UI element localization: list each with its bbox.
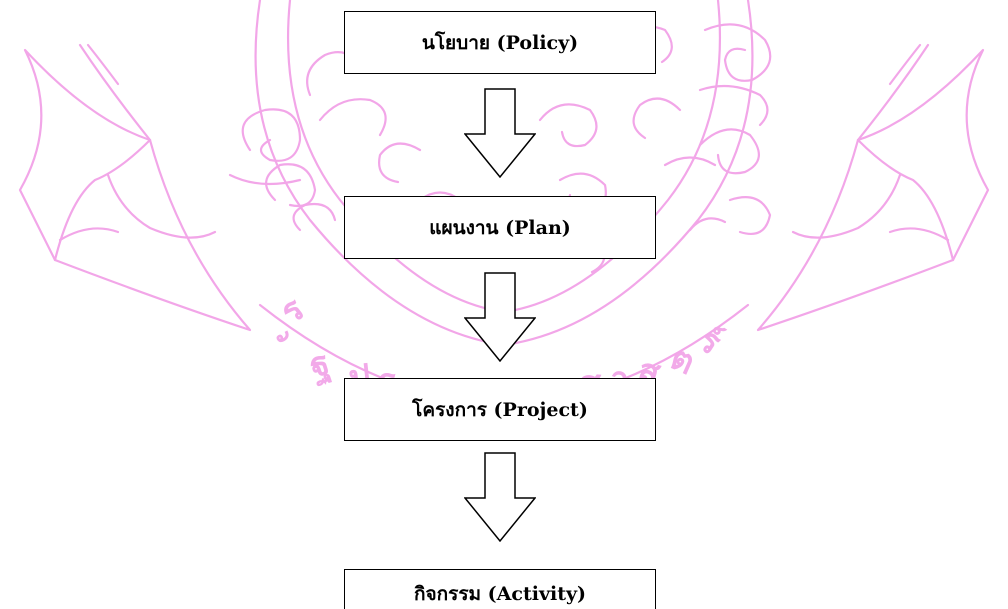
node-activity-label: กิจกรรม (Activity): [413, 582, 587, 605]
svg-text:ั: ั: [274, 330, 291, 345]
node-policy-label: นโยบาย (Policy): [421, 31, 579, 54]
svg-text:ต: ต: [664, 338, 700, 384]
node-project-label: โครงการ (Project): [412, 398, 588, 421]
node-plan-label: แผนงาน (Plan): [429, 216, 571, 239]
svg-text:ร: ร: [273, 289, 313, 332]
edge-policy-to-plan-arrow: [464, 88, 536, 178]
node-project: โครงการ (Project): [344, 378, 656, 441]
ribbon-right: [756, 48, 990, 332]
svg-text:ฐ: ฐ: [304, 343, 335, 389]
node-plan: แผนงาน (Plan): [344, 196, 656, 259]
edge-project-to-activity-arrow: [464, 452, 536, 542]
edge-plan-to-project-arrow: [464, 272, 536, 362]
node-policy: นโยบาย (Policy): [344, 11, 656, 74]
node-activity: กิจกรรม (Activity): [344, 569, 656, 609]
ribbon-left: [18, 48, 252, 332]
